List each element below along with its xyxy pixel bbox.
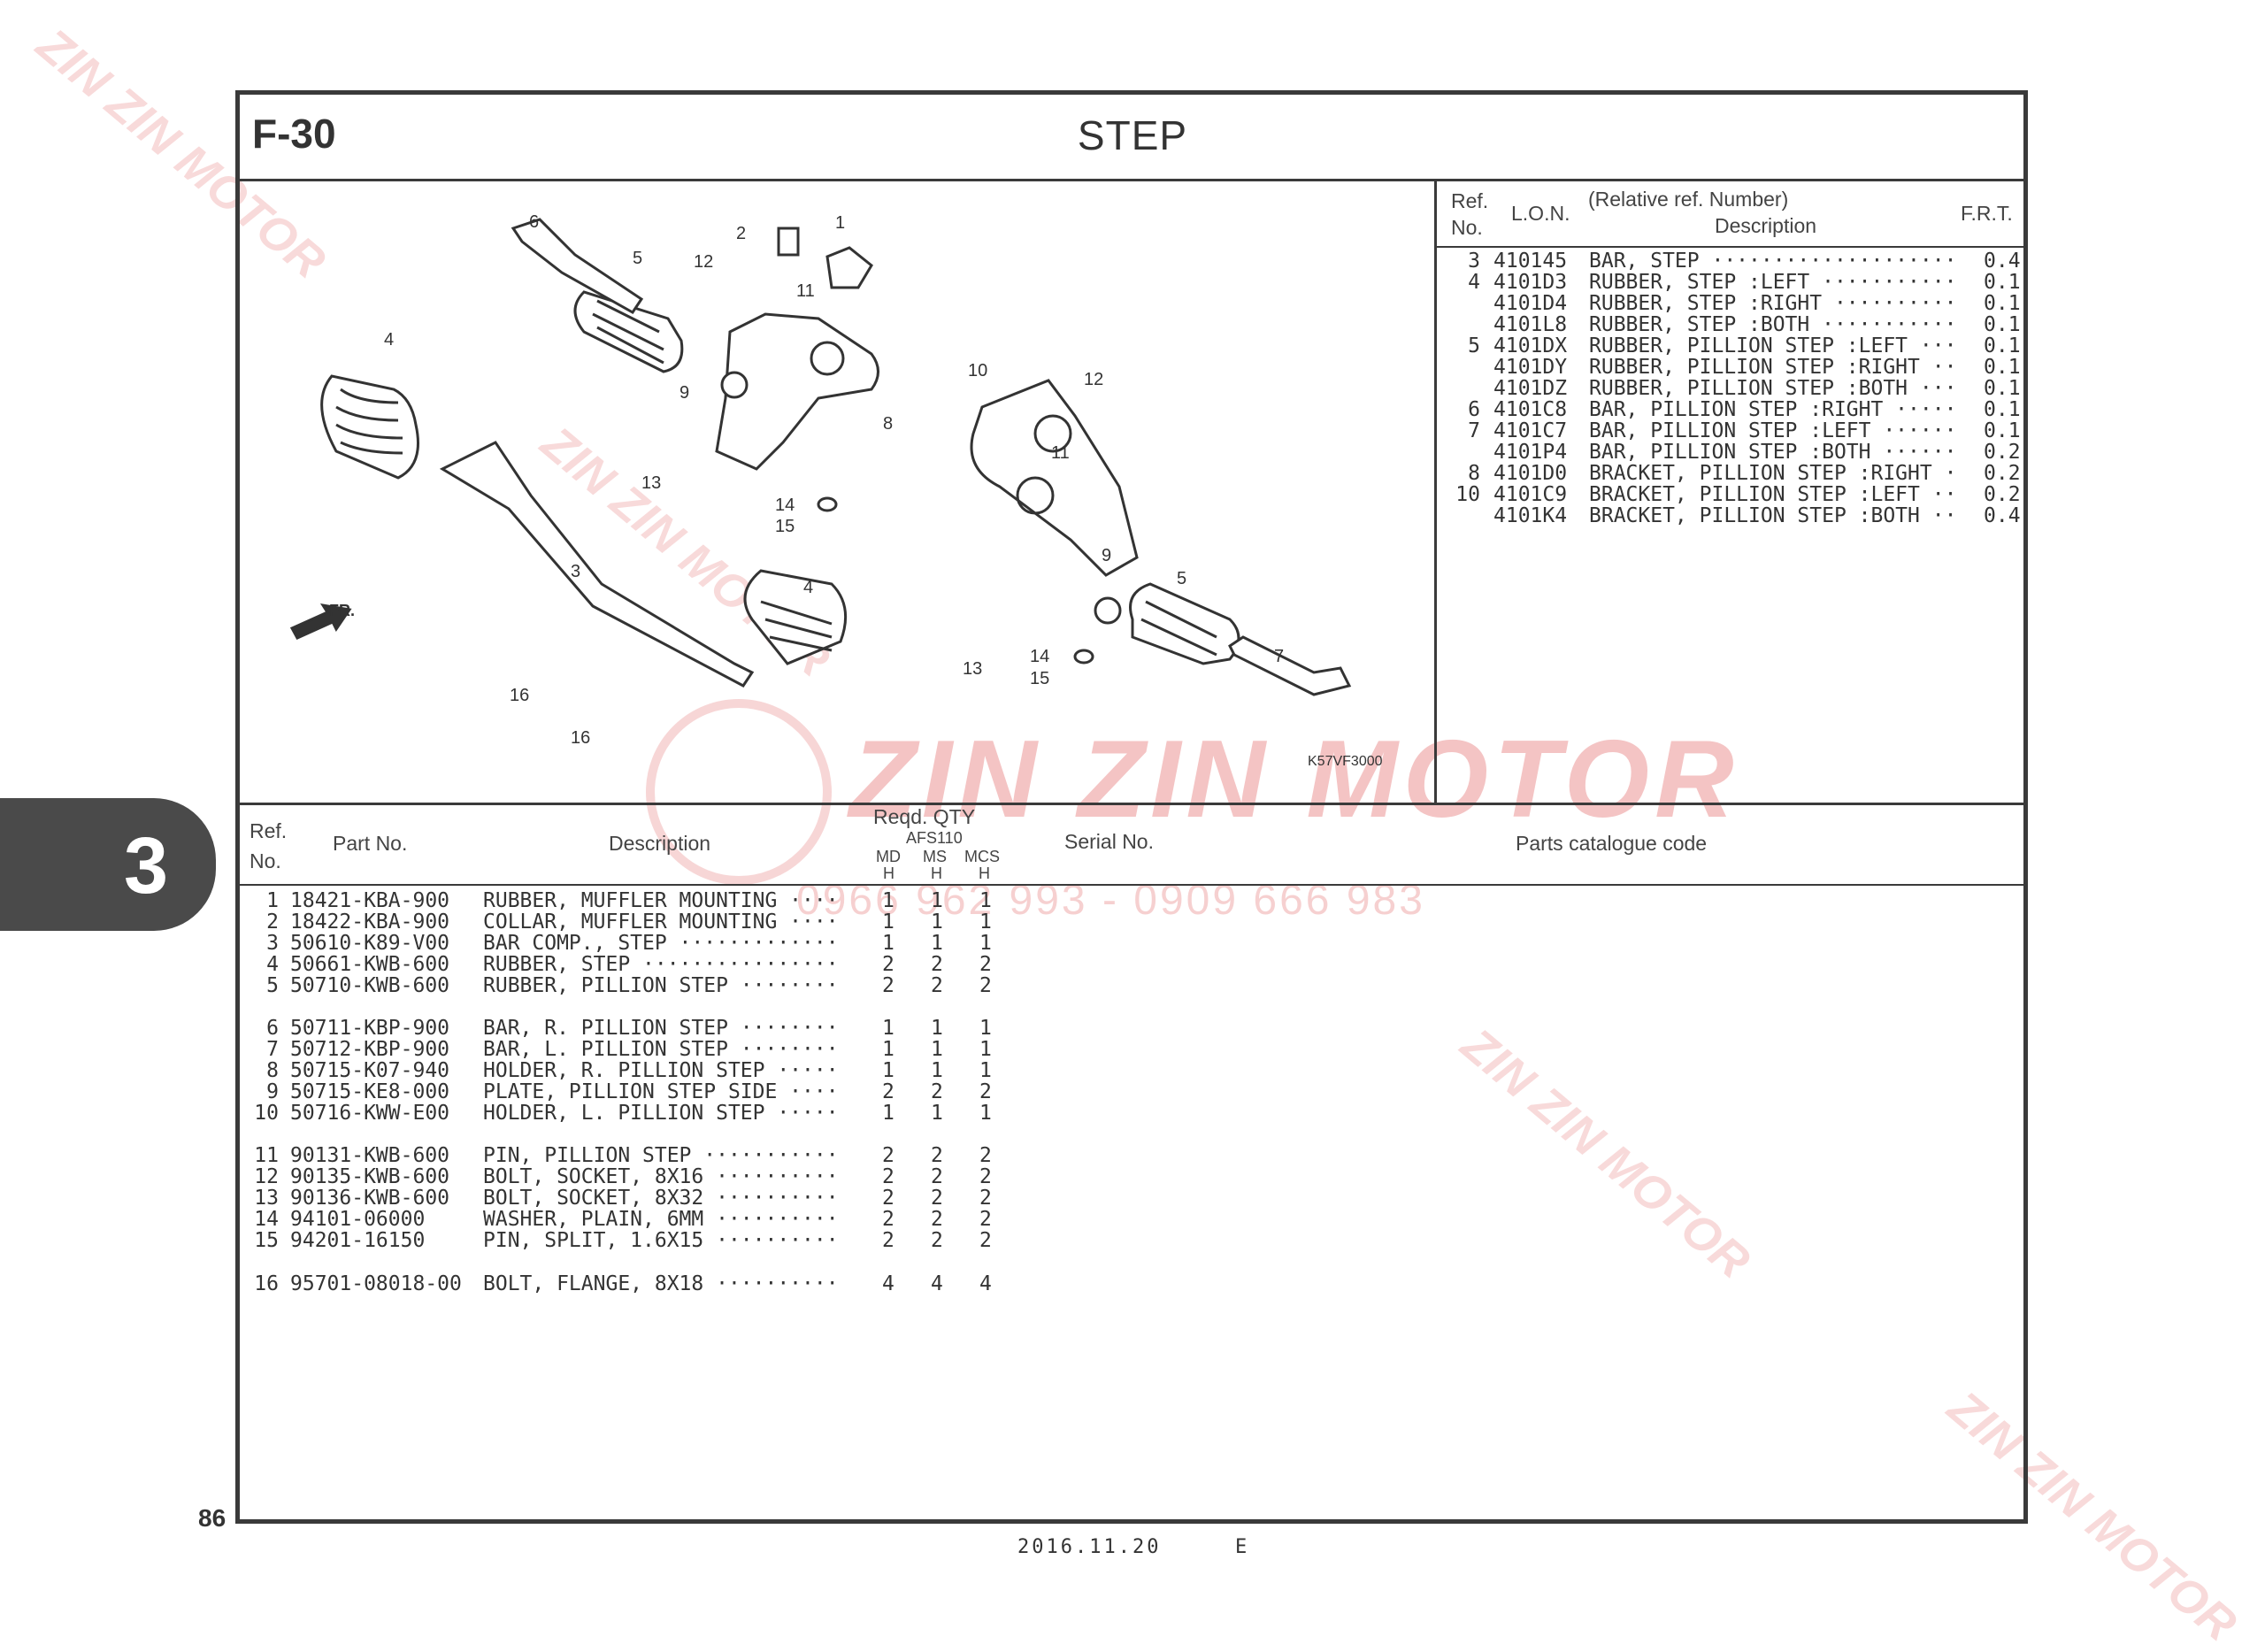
pillion-rubber-top <box>573 290 684 373</box>
callout-5: 5 <box>1177 569 1186 588</box>
watermark-brand: ZIN ZIN MOTOR <box>849 718 1739 841</box>
page-title: STEP <box>1077 112 1188 158</box>
chapter-tab: 3 <box>0 798 216 931</box>
callout-7: 7 <box>1274 647 1284 666</box>
callout-9: 9 <box>680 383 689 403</box>
callout-10: 10 <box>968 361 987 380</box>
plate-9-top <box>720 371 749 399</box>
lon-header-desc-line2: Description <box>1715 214 1817 237</box>
parts-header-description: Description <box>609 832 711 855</box>
washer-14-right <box>1073 649 1094 665</box>
parts-header-h-md: H <box>883 864 894 882</box>
callout-5: 5 <box>633 249 642 268</box>
parts-header-mcs: MCS <box>964 848 1000 865</box>
callout-6: 6 <box>529 212 539 232</box>
lon-header-lon: L.O.N. <box>1511 202 1570 225</box>
parts-header-model: AFS110 <box>906 829 963 847</box>
divider-parts <box>235 803 2028 805</box>
collar-2 <box>777 227 800 257</box>
callout-1: 1 <box>835 213 845 233</box>
parts-header-md: MD <box>876 848 901 865</box>
chapter-number: 3 <box>124 822 169 911</box>
page-number: 86 <box>198 1504 226 1532</box>
callout-9: 9 <box>1102 546 1111 565</box>
step-rubber-left <box>320 374 419 480</box>
parts-header-serial: Serial No. <box>1064 830 1154 853</box>
page-frame <box>235 90 2028 1524</box>
parts-header-ref: Ref. No. <box>250 819 288 872</box>
washer-14-top <box>817 496 838 512</box>
callout-4: 4 <box>803 578 813 597</box>
pillion-rubber-right <box>1129 582 1240 665</box>
divider-title <box>235 179 2028 181</box>
parts-header-catalogue: Parts catalogue code <box>1516 832 1708 855</box>
callout-4: 4 <box>384 330 394 350</box>
step-rubber-center <box>743 569 848 665</box>
divider-diagram <box>1434 179 1437 803</box>
illustration-code: K57VF3000 <box>1308 754 1383 769</box>
callout-14: 14 <box>1030 647 1049 666</box>
pillion-bar-left <box>1228 635 1352 696</box>
pillion-bar-right <box>511 218 644 314</box>
plate-9-right <box>1094 596 1122 625</box>
callout-11: 11 <box>796 281 815 301</box>
footer-date: 2016.11.20 <box>1017 1536 1162 1558</box>
parts-header-h-mcs: H <box>979 864 990 882</box>
step-bar <box>439 441 755 688</box>
callout-2: 2 <box>736 224 746 243</box>
exploded-diagram: 1 2 3 4 4 5 5 6 7 8 9 9 10 11 11 12 12 1… <box>289 212 1352 748</box>
callout-15: 15 <box>775 517 795 536</box>
bracket-right <box>715 312 879 471</box>
callout-8: 8 <box>883 414 893 434</box>
callout-11: 11 <box>1051 443 1070 463</box>
lon-header-desc-line1: (Relative ref. Number) <box>1588 188 1789 211</box>
divider-lon-header <box>1434 246 2028 248</box>
callout-16: 16 <box>510 686 529 705</box>
callout-12: 12 <box>694 252 713 272</box>
front-label: FR. <box>329 602 355 619</box>
watermark-logo <box>646 699 832 885</box>
callout-16: 16 <box>571 728 590 748</box>
footer-lang: E <box>1235 1536 1248 1558</box>
parts-header-h-ms: H <box>931 864 942 882</box>
parts-header-qty: Reqd. QTY <box>873 805 976 828</box>
figure-code: F-30 <box>252 111 336 157</box>
callout-3: 3 <box>571 562 580 581</box>
rubber-1 <box>825 246 873 289</box>
callout-14: 14 <box>775 496 795 515</box>
callout-13: 13 <box>641 473 661 493</box>
callout-15: 15 <box>1030 669 1049 688</box>
divider-parts-header <box>235 884 2028 886</box>
parts-header-part-no: Part No. <box>333 832 408 855</box>
lon-header-frt: F.R.T. <box>1961 202 2013 225</box>
lon-header-ref: Ref. No. <box>1451 189 1489 239</box>
front-arrow <box>289 603 352 640</box>
callout-12: 12 <box>1084 370 1103 389</box>
bracket-left <box>970 379 1139 577</box>
parts-header-ms: MS <box>923 848 947 865</box>
callout-13: 13 <box>963 659 982 679</box>
